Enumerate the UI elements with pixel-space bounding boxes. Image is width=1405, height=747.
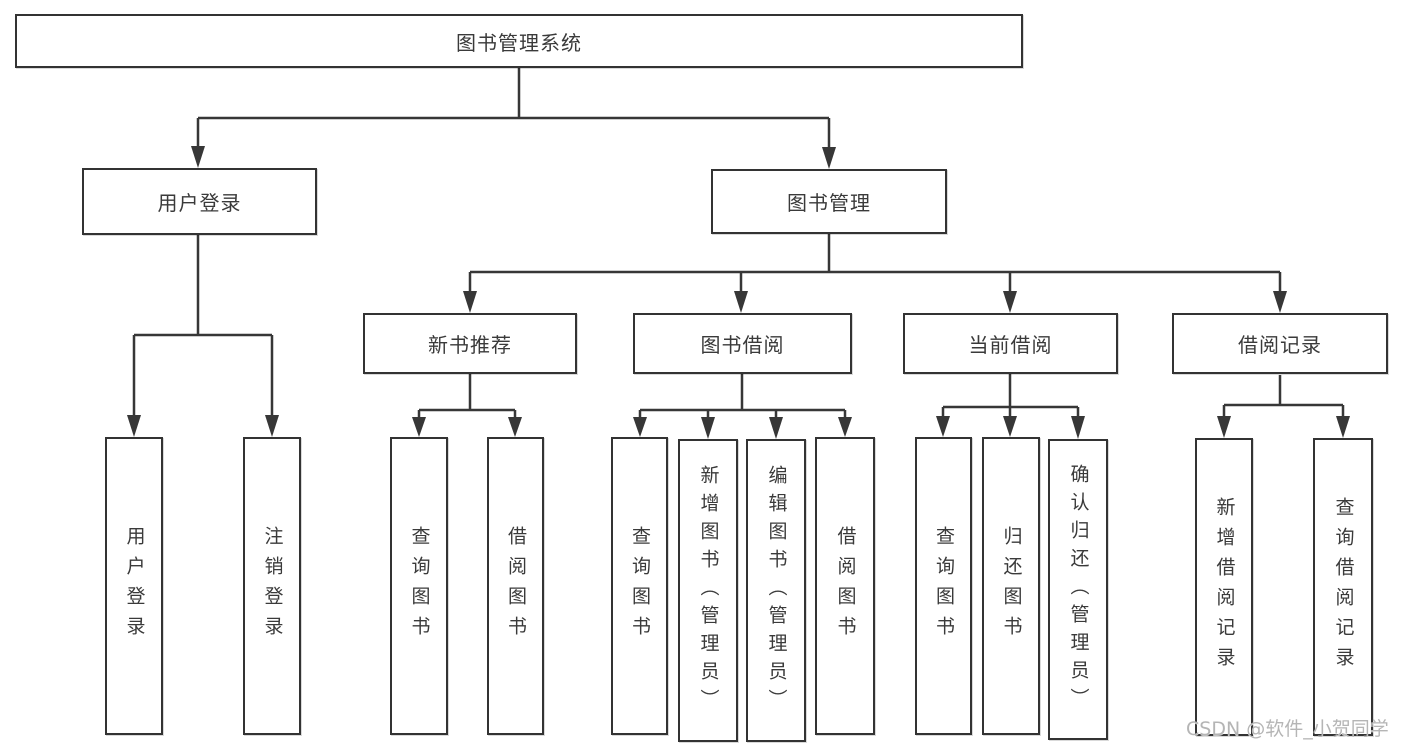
node-current-borrow: 当前借阅 [903,313,1118,374]
node-label: 借阅图书 [505,526,527,646]
node-label: 查询借阅记录 [1332,497,1355,677]
node-label: 查询图书 [933,526,955,646]
node-root-system: 图书管理系统 [15,14,1023,68]
node-leaf-user-login: 用户登录 [105,437,163,735]
node-leaf-add-borrow-record: 新增借阅记录 [1195,438,1253,736]
node-label: 图书借阅 [700,333,785,357]
node-label: 确认归还（管理员） [1067,463,1090,716]
node-leaf-query-borrow-record: 查询借阅记录 [1313,438,1373,736]
node-label: 借阅图书 [834,526,857,646]
node-label: 查询图书 [408,526,431,646]
node-label: 新增借阅记录 [1213,497,1236,677]
node-label: 用户登录 [157,191,242,215]
node-leaf-confirm-return-admin: 确认归还（管理员） [1048,439,1108,740]
node-label: 查询图书 [629,526,651,646]
node-leaf-edit-book-admin: 编辑图书（管理员） [746,439,806,742]
node-label: 编辑图书（管理员） [765,464,788,717]
node-label: 新书推荐 [428,333,512,357]
node-label: 新增图书（管理员） [697,464,720,717]
node-label: 当前借阅 [968,333,1053,357]
node-label: 用户登录 [123,526,146,646]
node-leaf-return-book: 归还图书 [982,437,1040,735]
node-book-borrow: 图书借阅 [633,313,852,374]
node-leaf-borrow-book: 借阅图书 [487,437,544,735]
node-label: 图书管理系统 [456,30,582,55]
node-leaf-borrow-book: 借阅图书 [815,437,875,735]
node-leaf-query-book: 查询图书 [915,437,972,735]
node-label: 注销登录 [261,526,284,646]
node-leaf-query-book: 查询图书 [611,437,668,735]
node-label: 归还图书 [1000,526,1023,646]
csdn-watermark: CSDN @软件_小贺同学 [1186,718,1389,740]
node-label: 借阅记录 [1238,333,1322,357]
node-leaf-query-book: 查询图书 [390,437,448,735]
node-borrow-records: 借阅记录 [1172,313,1388,374]
node-user-login: 用户登录 [82,168,317,235]
node-new-book-recommend: 新书推荐 [363,313,577,374]
node-label: 图书管理 [787,191,871,215]
node-leaf-add-book-admin: 新增图书（管理员） [678,439,738,742]
node-book-management: 图书管理 [711,169,947,234]
node-leaf-logout: 注销登录 [243,437,301,735]
